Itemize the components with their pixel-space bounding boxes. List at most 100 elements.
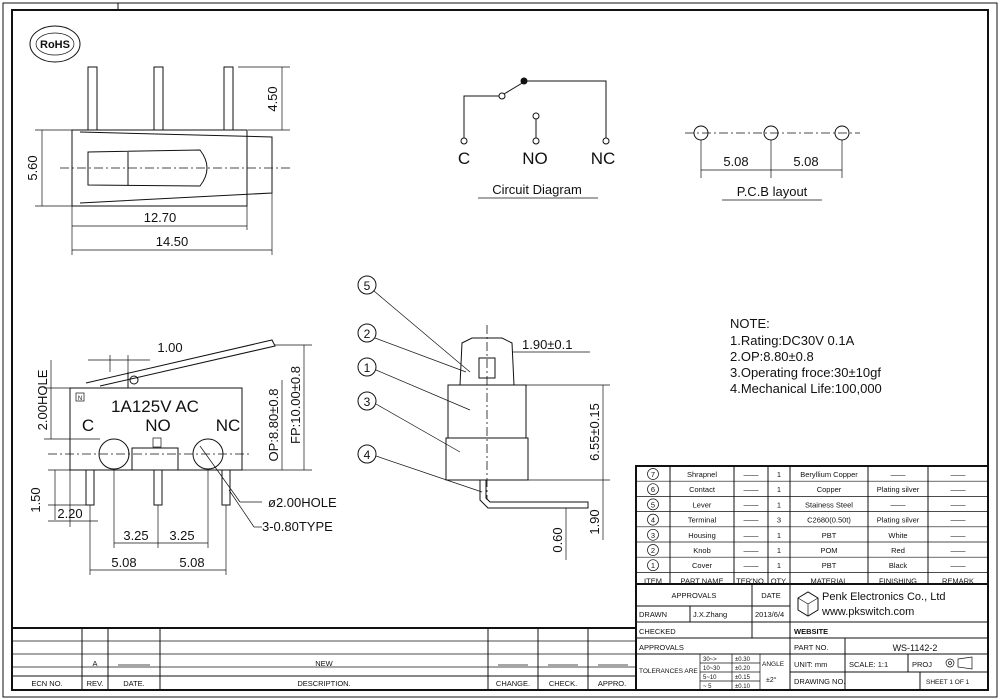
svg-text:4.Mechanical Life:100,000: 4.Mechanical Life:100,000 [730, 381, 882, 396]
svg-text:1.Rating:DC30V 0.1A: 1.Rating:DC30V 0.1A [730, 333, 855, 348]
item-balloon [647, 513, 659, 526]
svg-text:PART NO.: PART NO. [794, 643, 829, 652]
svg-text:~ 5: ~ 5 [703, 684, 712, 690]
bom-cell-material: POM [820, 546, 837, 555]
svg-text:2.00HOLE: 2.00HOLE [35, 369, 50, 430]
top-view: 4.50 5.60 12.70 14.50 [25, 66, 290, 255]
svg-text:±0.10: ±0.10 [735, 684, 751, 690]
bom-cell-finishing: Plating silver [877, 516, 920, 525]
bom-header-qty: QTY. [771, 576, 788, 585]
bom-cell-qty: 1 [777, 531, 781, 540]
svg-text:0.60: 0.60 [550, 527, 565, 552]
svg-text:4: 4 [364, 448, 371, 462]
svg-text:CHECK.: CHECK. [549, 679, 577, 688]
svg-text:12.70: 12.70 [144, 210, 177, 225]
svg-text:5: 5 [364, 279, 371, 293]
svg-text:Penk Electronics Co., Ltd: Penk Electronics Co., Ltd [822, 591, 946, 603]
bom-cell-finishing: White [888, 531, 907, 540]
bom-cell-qty: 1 [777, 561, 781, 570]
bom-cell-item: 1 [651, 561, 655, 570]
svg-text:5.60: 5.60 [25, 155, 40, 180]
svg-text:±0.20: ±0.20 [735, 666, 751, 672]
svg-text:SHEET 1 OF 1: SHEET 1 OF 1 [926, 679, 970, 686]
svg-text:SCALE: 1:1: SCALE: 1:1 [849, 660, 888, 669]
svg-text:10~30: 10~30 [703, 666, 721, 672]
bom-header-material: MATERIAL [811, 576, 848, 585]
svg-text:PROJ: PROJ [912, 660, 932, 669]
item-balloon [647, 498, 659, 511]
notes: NOTE: 1.Rating:DC30V 0.1A 2.OP:8.80±0.8 … [730, 316, 882, 396]
svg-text:1.90: 1.90 [587, 509, 602, 534]
svg-text:www.pkswitch.com: www.pkswitch.com [821, 606, 914, 618]
svg-text:TOLERANCES ARE: TOLERANCES ARE [639, 668, 698, 675]
svg-text:REV.: REV. [87, 679, 104, 688]
svg-text:DATE: DATE [761, 591, 780, 600]
svg-text:±0.30: ±0.30 [735, 657, 751, 663]
svg-text:NOTE:: NOTE: [730, 316, 770, 331]
bom-cell-item: 5 [651, 500, 655, 509]
svg-text:CHECKED: CHECKED [639, 627, 676, 636]
svg-text:2.OP:8.80±0.8: 2.OP:8.80±0.8 [730, 349, 814, 364]
svg-text:APPROVALS: APPROVALS [672, 591, 717, 600]
bom-cell-item: 4 [651, 516, 655, 525]
bom-header-remark: REMARK [942, 576, 974, 585]
svg-text:5~10: 5~10 [703, 675, 717, 681]
bom-cell-part: Housing [688, 531, 716, 540]
bom-cell-part: Terminal [688, 516, 717, 525]
front-view: N 1A125V AC C NO NC 1.00 2.00HOLE OP:8.8… [28, 339, 337, 575]
svg-text:14.50: 14.50 [156, 234, 189, 249]
svg-text:1.90±0.1: 1.90±0.1 [522, 337, 573, 352]
bom-header-part: PART NAME [681, 576, 724, 585]
svg-text:±0.15: ±0.15 [735, 675, 751, 681]
svg-text:2013/6/4: 2013/6/4 [755, 610, 784, 619]
svg-text:UNIT: mm: UNIT: mm [794, 660, 827, 669]
svg-text:APPRO.: APPRO. [598, 679, 626, 688]
svg-text:5.08: 5.08 [179, 555, 204, 570]
bom-cell-finishing: Red [891, 546, 905, 555]
svg-text:30~>: 30~> [703, 657, 717, 663]
bom-cell-part: Knob [693, 546, 711, 555]
svg-text:P.C.B layout: P.C.B layout [737, 184, 808, 199]
svg-text:NO: NO [145, 416, 171, 435]
bom-header-item: ITEM [644, 576, 662, 585]
svg-text:5.08: 5.08 [111, 555, 136, 570]
bom-cell-ter: —— [744, 500, 760, 509]
svg-text:APPROVALS: APPROVALS [639, 643, 684, 652]
bom-cell-qty: 1 [777, 546, 781, 555]
bom-cell-ter: —— [744, 485, 760, 494]
svg-text:3: 3 [364, 395, 371, 409]
bom-cell-remark: —— [951, 500, 967, 509]
svg-text:DRAWN: DRAWN [639, 610, 667, 619]
svg-text:N: N [78, 396, 82, 402]
revision-block: A NEW ECN NO. REV. DATE. DESCRIPTION. CH… [11, 627, 637, 691]
svg-text:3-0.80TYPE: 3-0.80TYPE [262, 519, 333, 534]
projection-symbol-icon [945, 656, 973, 670]
svg-text:C: C [82, 416, 94, 435]
svg-text:RoHS: RoHS [40, 39, 70, 51]
svg-text:5.08: 5.08 [723, 154, 748, 169]
side-view: 5 2 1 3 4 1.90±0.1 6.55±0.15 1.90 0.60 [357, 275, 610, 560]
bom-cell-finishing: —— [891, 470, 907, 479]
bom-cell-ter: —— [744, 531, 760, 540]
svg-text:3.25: 3.25 [123, 528, 148, 543]
svg-text:DATE.: DATE. [123, 679, 145, 688]
bom-cell-finishing: Black [889, 561, 908, 570]
circuit-diagram: C NO NC Circuit Diagram [458, 77, 615, 199]
bom-cell-material: Copper [817, 485, 842, 494]
bom-cell-remark: —— [951, 546, 967, 555]
svg-text:WEBSITE: WEBSITE [794, 627, 828, 636]
svg-text:4.50: 4.50 [265, 86, 280, 111]
bom-cell-item: 3 [651, 531, 655, 540]
svg-text:±2°: ±2° [766, 676, 777, 684]
bom-cell-ter: —— [744, 516, 760, 525]
bom-cell-item: 7 [651, 470, 655, 479]
bom-cell-remark: —— [951, 531, 967, 540]
bom-cell-ter: —— [744, 470, 760, 479]
svg-text:CHANGE.: CHANGE. [496, 679, 530, 688]
item-balloon [647, 544, 659, 556]
svg-text:2: 2 [364, 327, 371, 341]
bom-header-finishing: FINISHING [879, 576, 917, 585]
svg-text:OP:8.80±0.8: OP:8.80±0.8 [266, 389, 281, 462]
